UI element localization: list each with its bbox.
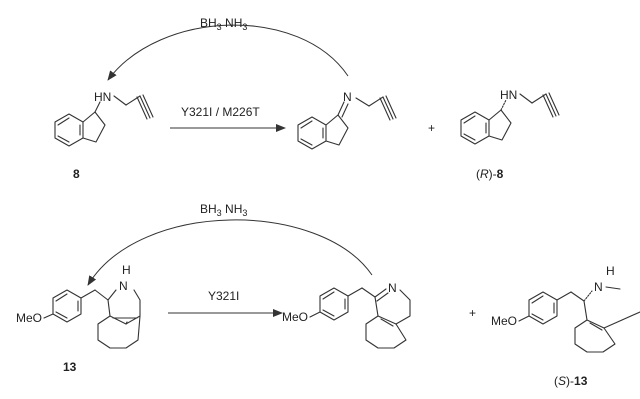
top-reverse-arrow xyxy=(107,24,349,81)
top-forward-reagent: Y321I / M226T xyxy=(181,105,260,119)
atom-meo-s13: MeO xyxy=(491,314,517,328)
bottom-reverse-arrow xyxy=(87,219,373,286)
label-s-13: (S)-13 xyxy=(554,374,588,388)
imine-intermediate xyxy=(297,95,397,150)
atom-n-int: N xyxy=(388,281,397,295)
atom-h-s13: H xyxy=(606,264,615,278)
molecule-r-8 xyxy=(460,92,560,145)
atom-meo-13: MeO xyxy=(16,311,42,325)
top-reverse-reagent: BH3 NH3 xyxy=(200,16,247,32)
atom-hn-8: HN xyxy=(94,90,111,104)
label-r-8: (R)-8 xyxy=(476,167,504,181)
label-13: 13 xyxy=(63,360,77,374)
label-8: 8 xyxy=(73,167,80,181)
atom-meo-int: MeO xyxy=(282,310,308,324)
atom-n-imine: N xyxy=(343,90,352,104)
dihydroisoquinoline-intermediate xyxy=(309,287,411,349)
atom-n-s13: N xyxy=(594,280,603,294)
bottom-reverse-reagent: BH3 NH3 xyxy=(200,202,247,218)
atom-hn-r8: HN xyxy=(500,88,517,102)
molecule-13 xyxy=(43,289,141,349)
bottom-plus: + xyxy=(469,306,476,320)
atom-h-13: H xyxy=(122,263,131,277)
top-plus: + xyxy=(428,121,435,135)
bottom-forward-reagent: Y321I xyxy=(208,289,239,303)
atom-n-13: N xyxy=(119,279,128,293)
molecule-s-13 xyxy=(518,286,640,353)
molecule-8 xyxy=(54,94,154,147)
